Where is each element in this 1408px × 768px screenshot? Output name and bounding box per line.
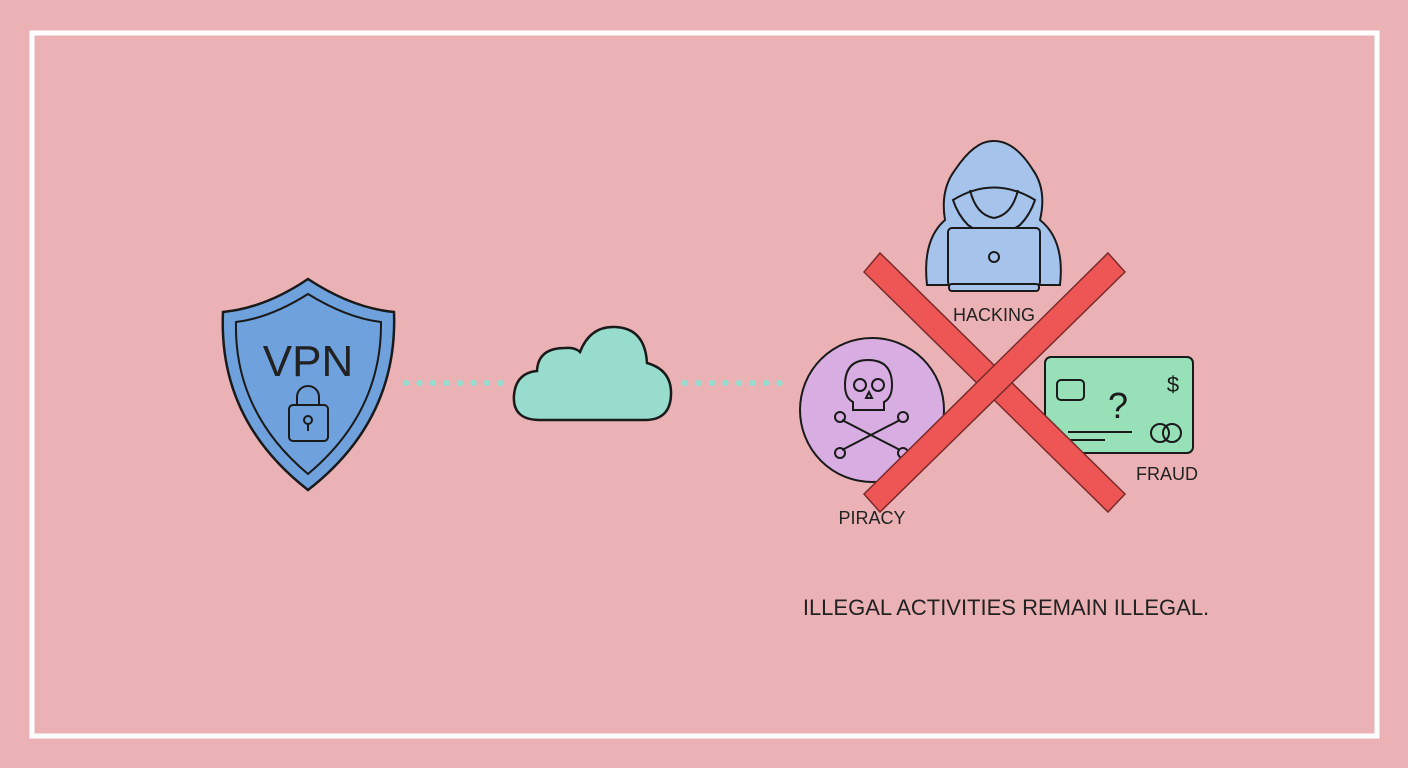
svg-text:$: $: [1167, 372, 1179, 397]
dot: [695, 379, 702, 387]
dot: [429, 379, 437, 387]
svg-text:?: ?: [1108, 385, 1128, 426]
connection-dots-right: [681, 379, 783, 387]
dot: [735, 379, 743, 387]
dot: [762, 379, 770, 387]
connection-dots-left: [402, 379, 504, 387]
skull-crossbones-icon: [799, 337, 945, 483]
cloud-icon: [512, 325, 673, 422]
credit-card-icon: ? $: [1044, 356, 1194, 454]
fraud-label: FRAUD: [1136, 464, 1198, 484]
hacking-label: HACKING: [953, 305, 1035, 325]
dot: [483, 379, 491, 387]
dot: [402, 379, 410, 387]
dot: [470, 379, 477, 387]
dot: [497, 379, 504, 387]
lock-icon: [288, 385, 329, 442]
dot: [416, 379, 423, 387]
dot: [749, 379, 756, 387]
dot: [456, 379, 464, 387]
dot: [708, 379, 716, 387]
x-cross-icon: [862, 251, 1127, 514]
vpn-label: VPN: [263, 337, 353, 386]
dot: [722, 379, 729, 387]
dot: [776, 379, 783, 387]
dot: [681, 379, 689, 387]
frame: [29, 30, 1380, 739]
hooded-hacker-laptop-icon: [925, 139, 1062, 292]
piracy-label: PIRACY: [838, 508, 905, 528]
caption: ILLEGAL ACTIVITIES REMAIN ILLEGAL.: [803, 595, 1209, 620]
shield-icon: VPN: [221, 277, 396, 492]
dot: [443, 379, 450, 387]
